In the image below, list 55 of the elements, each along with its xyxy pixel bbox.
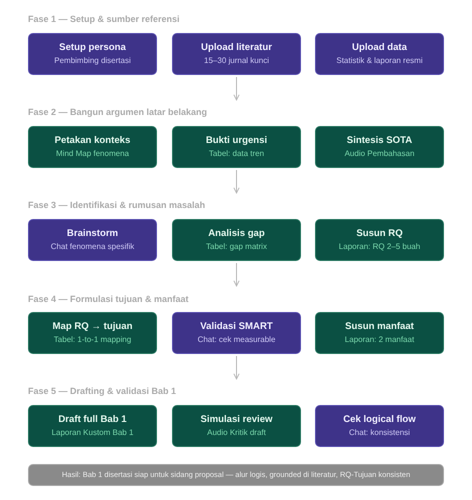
box-title: Upload data — [352, 42, 407, 54]
process-box — [28, 126, 157, 168]
phase-heading: Fase 1 — Setup & sumber referensi — [28, 14, 180, 25]
process-box — [172, 126, 301, 168]
box-subtitle: Audio Pembahasan — [344, 149, 414, 159]
box-subtitle: Tabel: gap matrix — [206, 242, 267, 252]
process-box — [172, 33, 301, 75]
box-title: Petakan konteks — [54, 135, 130, 147]
box-subtitle: Tabel: 1-to-1 mapping — [54, 335, 132, 345]
process-box — [28, 405, 157, 447]
box-title: Brainstorm — [66, 228, 118, 240]
arrow — [233, 262, 240, 286]
process-box — [28, 219, 157, 261]
phase-heading: Fase 2 — Bangun argumen latar belakang — [28, 107, 208, 118]
box-title: Simulasi review — [200, 414, 272, 426]
box-subtitle: Laporan Kustom Bab 1 — [52, 428, 134, 438]
process-box — [315, 33, 444, 75]
box-subtitle: Audio Kritik draft — [207, 428, 266, 438]
process-box — [315, 405, 444, 447]
phase-heading: Fase 4 — Formulasi tujuan & manfaat — [28, 294, 189, 305]
box-subtitle: Mind Map fenomena — [56, 149, 129, 159]
box-title: Cek logical flow — [343, 414, 416, 426]
box-subtitle: Tabel: data tren — [208, 149, 264, 159]
process-box — [28, 312, 157, 354]
box-subtitle: Laporan: RQ 2–5 buah — [338, 242, 420, 252]
box-subtitle: Chat: cek measurable — [198, 335, 276, 345]
process-box — [172, 219, 301, 261]
box-title: Susun manfaat — [345, 321, 414, 333]
box-title: Draft full Bab 1 — [58, 414, 127, 426]
process-box — [172, 312, 301, 354]
box-subtitle: Chat fenomena spesifik — [50, 242, 134, 252]
box-title: Upload literatur — [201, 42, 272, 54]
box-title: Susun RQ — [356, 228, 403, 240]
arrow — [233, 356, 240, 380]
box-subtitle: 15–30 jurnal kunci — [204, 56, 269, 66]
box-subtitle: Pembimbing disertasi — [54, 56, 131, 66]
box-subtitle: Statistik & laporan resmi — [336, 56, 423, 66]
arrow — [233, 76, 240, 100]
process-box — [172, 405, 301, 447]
box-title: Sintesis SOTA — [346, 135, 412, 147]
box-subtitle: Laporan: 2 manfaat — [344, 335, 414, 345]
process-box — [315, 126, 444, 168]
box-title: Validasi SMART — [200, 321, 273, 333]
process-box — [315, 312, 444, 354]
arrow — [233, 170, 240, 194]
box-title: Analisis gap — [208, 228, 265, 240]
result-banner — [28, 464, 444, 486]
process-box — [315, 219, 444, 261]
box-title: Setup persona — [59, 42, 126, 54]
box-title: Bukti urgensi — [206, 135, 268, 147]
phase-heading: Fase 3 — Identifikasi & rumusan masalah — [28, 200, 206, 211]
phase-heading: Fase 5 — Drafting & validasi Bab 1 — [28, 386, 176, 397]
box-subtitle: Chat: konsistensi — [349, 428, 410, 438]
process-box — [28, 33, 157, 75]
box-title: Map RQ → tujuan — [52, 321, 132, 333]
